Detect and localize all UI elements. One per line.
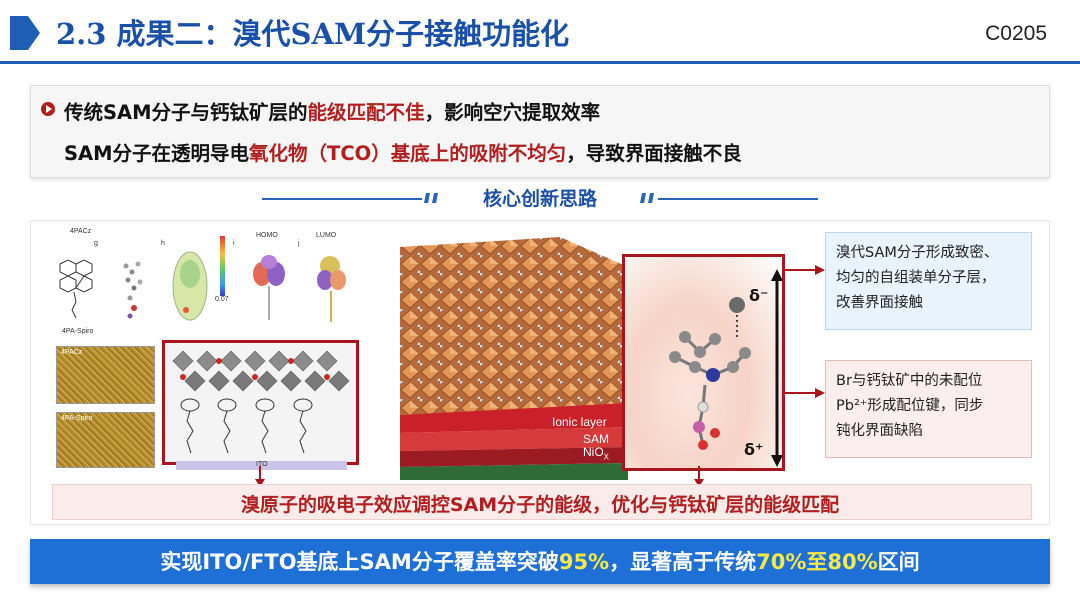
label-homo: HOMO: [256, 232, 278, 239]
layer-niox: NiOX: [583, 445, 610, 462]
afm-image-4pa-spiro: 4PA-Spiro: [56, 412, 155, 468]
arrow-down-icon-2: [694, 466, 704, 487]
delta-minus-label: δ⁻: [749, 286, 769, 305]
afm-image-4pacz: 4PACz: [56, 346, 155, 404]
label-lumo: LUMO: [316, 232, 337, 239]
conclusion-strip: [52, 484, 1032, 520]
info-box-coordination-bond: Br与钙钛矿中的未配位 Pb²⁺形成配位键，同步 钝化界面缺陷: [825, 360, 1032, 458]
conclusion-text: 溴原子的吸电子效应调控SAM分子的能级，优化与钙钛矿层的能级匹配: [240, 494, 840, 516]
label-i: i: [233, 240, 235, 247]
slide-code: C0205: [985, 22, 1047, 45]
label-ito: ITO: [256, 461, 268, 468]
label-h: h: [161, 240, 165, 247]
perovskite-crystal-illustration: [400, 237, 628, 480]
section-rule-right: [658, 198, 818, 200]
page-title: 2.3 成果二：溴代SAM分子接触功能化: [56, 17, 570, 51]
label-4pa-spiro: 4PA-Spiro: [62, 328, 94, 335]
bullet-arrow-icon: [41, 102, 55, 116]
label-scale: 0.07: [215, 296, 229, 303]
layer-sam: SAM: [583, 432, 610, 446]
label-4pacz: 4PACz: [70, 228, 92, 235]
sam-structure-inset: [162, 340, 359, 465]
problem-line-2: SAM分子在透明导电氧化物（TCO）基底上的吸附不均匀，导致界面接触不良: [64, 142, 742, 165]
br-sam-molecule-zoom: [622, 254, 785, 471]
layer-ionic: Ionic layer: [552, 415, 607, 429]
delta-plus-label: δ⁺: [744, 440, 764, 459]
arrow-down-icon: [255, 466, 265, 487]
title-chevron-icon: [10, 16, 40, 50]
result-banner: 实现ITO/FTO基底上SAM分子覆盖率突破95%，显著高于传统70%至80%区…: [30, 539, 1050, 584]
section-deco-left-icon: [424, 193, 438, 203]
callout-arrows: [785, 265, 825, 398]
label-j: j: [298, 240, 300, 247]
problem-statement-box: 传统SAM分子与钙钛矿层的能级匹配不佳，影响空穴提取效率 SAM分子在透明导电氧…: [30, 85, 1050, 178]
problem-line-1: 传统SAM分子与钙钛矿层的能级匹配不佳，影响空穴提取效率: [64, 101, 601, 124]
info-box-dense-monolayer: 溴代SAM分子形成致密、 均匀的自组装单分子层， 改善界面接触: [825, 232, 1032, 330]
label-g: g: [94, 240, 98, 247]
section-rule-left: [262, 198, 422, 200]
ito-substrate: [176, 461, 347, 470]
section-title: 核心创新思路: [482, 188, 597, 210]
section-deco-right-icon: [640, 193, 654, 203]
banner-text: 实现ITO/FTO基底上SAM分子覆盖率突破95%，显著高于传统70%至80%区…: [160, 550, 920, 574]
header-divider: [0, 61, 1080, 64]
br-sam-molecule: [669, 269, 782, 467]
molecule-sketches: [59, 236, 346, 322]
